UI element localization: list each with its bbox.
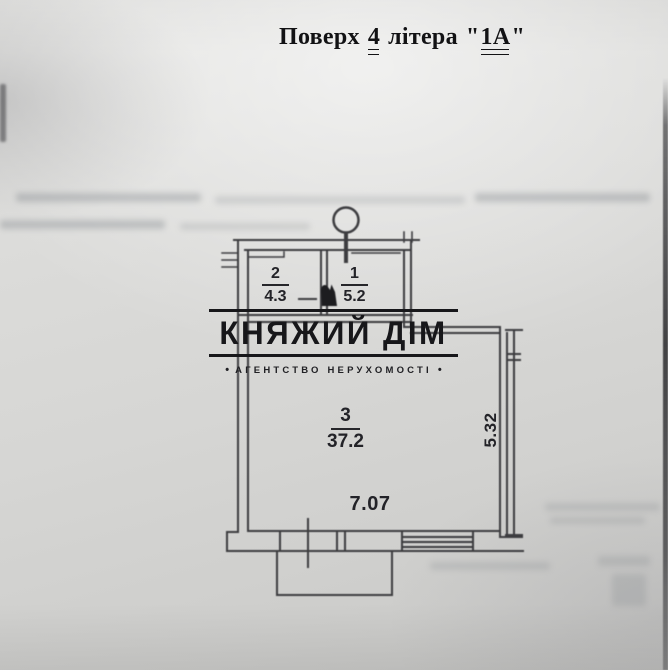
vent-stack-symbol: [332, 206, 360, 263]
room-1-label: 1 5.2: [341, 265, 368, 305]
agency-tagline: • АГЕНТСТВО НЕРУХОМОСТІ •: [209, 364, 458, 376]
bullet-icon: •: [437, 364, 442, 376]
dimension-line-right: [505, 329, 523, 536]
title-letter: 1А: [480, 24, 511, 55]
scan-artifact: [16, 193, 201, 202]
room-number: 3: [331, 405, 360, 430]
agency-name: КНЯЖИЙ ДІМ: [219, 315, 448, 351]
tagline-text: АГЕНТСТВО НЕРУХОМОСТІ: [235, 364, 432, 376]
room-area: 5.2: [343, 287, 366, 305]
quote-mark: ": [465, 24, 480, 50]
balcony-outline: [276, 551, 393, 596]
dimension-bottom-width: 7.07: [349, 493, 391, 515]
quote-mark: ": [511, 24, 526, 50]
room-number: 1: [341, 265, 368, 286]
title-letter-group: "1А": [465, 24, 526, 55]
dimension-right-height: 5.32: [481, 412, 500, 448]
room-number: 2: [262, 265, 289, 286]
scan-artifact: [215, 196, 465, 204]
watermark-rule-bottom: [209, 354, 458, 357]
watermark-rule-top: [209, 309, 458, 312]
scan-artifact: [430, 562, 550, 570]
room-3-label: 3 37.2: [327, 405, 364, 453]
title-floor-number: 4: [367, 24, 381, 55]
window-hatch: [401, 536, 474, 548]
title-word: літера: [388, 24, 458, 50]
scan-artifact: [612, 574, 646, 606]
room-2-label: 2 4.3: [262, 265, 289, 305]
door-symbol: [321, 284, 337, 306]
plan-walls: [221, 231, 524, 596]
scan-artifact: [180, 223, 310, 230]
scan-artifact: [0, 84, 6, 142]
agency-watermark: КНЯЖИЙ ДІМ • АГЕНТСТВО НЕРУХОМОСТІ •: [209, 309, 458, 376]
scan-artifact: [550, 517, 645, 524]
title-word: Поверх: [279, 24, 360, 50]
page-title: Поверх 4 літера "1А": [279, 24, 526, 55]
room-area: 4.3: [264, 287, 287, 305]
scan-artifact: [545, 503, 660, 511]
scan-artifact: [0, 220, 165, 229]
scan-artifact: [598, 556, 650, 566]
bullet-icon: •: [225, 364, 230, 376]
scan-artifact: [475, 193, 650, 202]
photo-edge-shadow: [663, 78, 668, 670]
room-area: 37.2: [327, 430, 364, 452]
